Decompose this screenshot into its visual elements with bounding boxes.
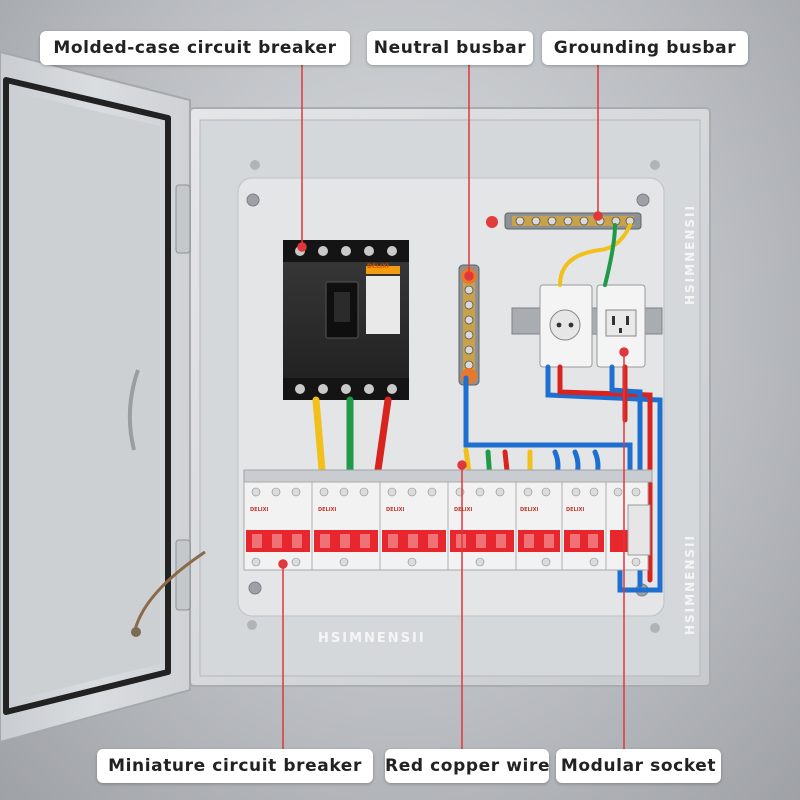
mcb-brand-label: DELIXI — [386, 507, 405, 513]
mcb-brand-label: DELIXI — [318, 507, 337, 513]
grounding-busbar — [486, 212, 642, 230]
miniature-circuit-breakers — [243, 481, 651, 571]
neutral-busbar — [458, 264, 480, 386]
label-grounding-busbar: Grounding busbar — [542, 31, 748, 65]
modular-sockets — [511, 284, 663, 368]
label-neutral-busbar: Neutral busbar — [367, 31, 533, 65]
watermark-vertical-top: HSIMNENSII — [683, 204, 697, 305]
molded-case-circuit-breaker — [283, 240, 409, 400]
label-modular-socket: Modular socket — [556, 749, 721, 783]
mcb-brand-label: DELIXI — [520, 507, 539, 513]
mccb-brand-label: DELIXI — [367, 263, 389, 270]
mcb-brand-label: DELIXI — [250, 507, 269, 513]
mcb-brand-label: DELIXI — [454, 507, 473, 513]
copper-wires — [312, 223, 663, 593]
watermark-horizontal: HSIMNENSII — [318, 631, 426, 646]
label-molded-case-circuit-breaker: Molded-case circuit breaker — [40, 31, 350, 65]
watermark-vertical-bottom: HSIMNENSII — [683, 534, 697, 635]
leader-lines — [278, 65, 629, 749]
label-miniature-circuit-breaker: Miniature circuit breaker — [97, 749, 373, 783]
mcb-brand-label: DELIXI — [566, 507, 585, 513]
label-red-copper-wire: Red copper wire — [385, 749, 549, 783]
cabinet-door — [0, 50, 206, 744]
